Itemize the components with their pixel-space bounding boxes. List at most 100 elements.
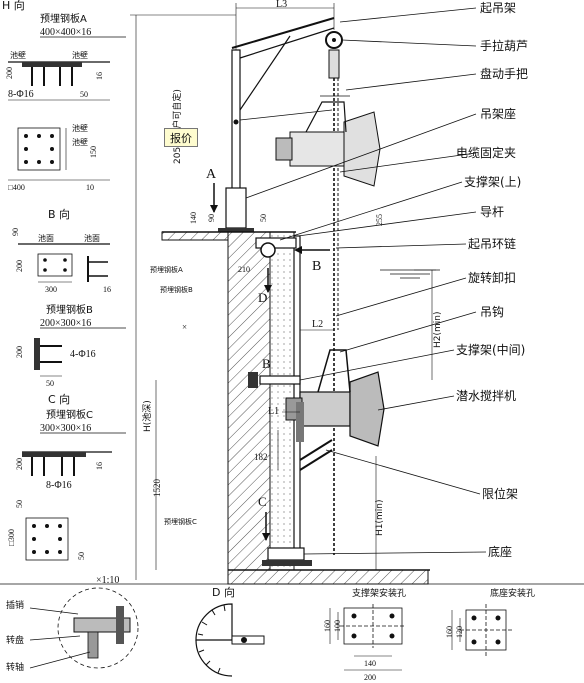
label-support-upper: 支撑架(上) (464, 174, 521, 189)
view-b-pool-surface: 池面 (38, 233, 54, 243)
dim-90: 90 (207, 214, 216, 222)
support-160: 160 (323, 620, 332, 632)
support-holes-title: 支撑架安装孔 (352, 587, 406, 599)
plate-c-50b: 50 (77, 552, 86, 560)
view-d-sector (195, 603, 233, 641)
guide-rod (293, 235, 301, 557)
plate-c-16: 16 (95, 462, 104, 470)
label-lifting-chain: 起吊环链 (468, 236, 516, 251)
dim-pool-depth: H(池深) (141, 400, 153, 432)
page-corner-label: H 向 (2, 0, 25, 12)
view-b-90: 90 (11, 228, 20, 236)
marker-b: B (312, 259, 321, 274)
label-turntable: 转盘 (6, 634, 24, 646)
view-b-200: 200 (15, 260, 24, 272)
plate-a-bolts: 8-Φ16 (8, 89, 34, 100)
view-b-300: 300 (45, 285, 57, 294)
dim-l1: L1 (268, 406, 279, 417)
plate-a-plan-400: □400 (8, 183, 25, 192)
dim-2050-user: 2050(用户可自定) (171, 89, 183, 164)
label-swivel-shackle: 旋转卸扣 (468, 270, 516, 285)
plate-a-dim-50: 50 (80, 90, 88, 99)
plate-a-tag: 预埋钢板A (150, 265, 183, 274)
view-b-detail: B 向 池面 池面 90 200 300 16 (11, 207, 111, 294)
component-callouts: 起吊架 手拉葫芦 盘动手把 吊架座 电缆固定夹 支撑架(上) 导杆 起吊环链 旋… (245, 1, 528, 559)
submersible-mixer-lower (285, 349, 385, 447)
pool-wall (227, 231, 271, 581)
label-cable-clamp: 电缆固定夹 (456, 145, 516, 160)
marker-d: D (258, 290, 267, 305)
dim-h2: H2(min) (433, 312, 443, 349)
dim-50: 50 (259, 214, 268, 222)
main-elevation: L3 2050(用户可自定) H(池深) 1520 (130, 0, 443, 585)
view-c-detail: C 向 预埋钢板C 300×300×16 200 16 8-Φ16 50 □30… (7, 392, 126, 561)
base-holes-title: 底座安装孔 (490, 587, 535, 599)
label-crane-frame: 起吊架 (480, 1, 516, 15)
marker-a: A (206, 167, 217, 182)
plate-b-bolts: 4-Φ16 (70, 349, 96, 360)
view-b-plate (37, 253, 73, 277)
label-hand-hoist: 手拉葫芦 (480, 38, 528, 53)
plate-b-size: 200×300×16 (40, 318, 91, 329)
base-160: 160 (445, 626, 454, 638)
plate-a-plan-150: 150 (89, 146, 98, 158)
x-mark: × (182, 322, 187, 332)
plate-b-title: 预埋钢板B (46, 303, 93, 316)
dim-l3: L3 (276, 0, 287, 10)
dim-1520: 1520 (152, 479, 162, 498)
plate-c-300: □300 (7, 529, 16, 546)
plate-a-plan-wall-2: 池壁 (72, 137, 88, 147)
plate-c-plan (25, 517, 69, 561)
pool-wall-label: 池壁 (10, 50, 26, 60)
label-support-middle: 支撑架(中间) (456, 342, 525, 357)
pool-wall-label-2: 池壁 (72, 50, 88, 60)
dim-182: 182 (254, 452, 268, 462)
bottom-details: ×1:10 插销 转盘 转轴 D 向 支撑架安装孔 (0, 575, 584, 682)
plate-a-dim-16: 16 (95, 72, 104, 80)
support-200: 200 (364, 673, 376, 682)
plate-a-section (22, 62, 82, 67)
plate-b-tag: 预埋钢板B (160, 285, 193, 294)
plate-a-plan-wall: 池壁 (72, 123, 88, 133)
label-submersible-mixer: 潜水搅拌机 (456, 388, 516, 403)
plate-a-plan-10: 10 (86, 183, 94, 192)
plate-a-size: 400×400×16 (40, 27, 91, 38)
label-guide-rod: 导杆 (480, 205, 504, 219)
label-limit-frame: 限位架 (482, 486, 518, 501)
marker-b2: B (262, 356, 271, 371)
label-shaft: 转轴 (6, 661, 24, 673)
view-b-pool-surface-2: 池面 (84, 233, 100, 243)
dim-h1: H1(min) (375, 500, 385, 537)
base-120: 120 (455, 626, 464, 638)
label-hand-wheel: 盘动手把 (480, 66, 528, 81)
plate-a-dim-200: 200 (5, 67, 14, 79)
plate-c-size: 300×300×16 (40, 423, 91, 434)
plate-b-detail: 预埋钢板B 200×300×16 200 4-Φ16 50 (15, 303, 126, 388)
plate-a-title: 预埋钢板A (40, 12, 87, 25)
view-b-title: B 向 (48, 207, 70, 221)
view-b-16: 16 (103, 285, 111, 294)
swivel-detail-circle (57, 587, 139, 669)
submersible-mixer-upper (275, 95, 381, 187)
label-hook: 吊钩 (480, 305, 504, 319)
plate-a-detail: 预埋钢板A 400×400×16 池壁 池壁 200 16 8-Φ16 50 池… (5, 12, 126, 192)
price-button[interactable]: 报价 (164, 128, 198, 147)
dim-255: 255 (375, 214, 384, 226)
plate-c-title: 预埋钢板C (46, 408, 93, 421)
plate-c-200: 200 (15, 458, 24, 470)
plate-b-200: 200 (15, 346, 24, 358)
label-pin: 插销 (6, 599, 24, 611)
label-base: 底座 (488, 544, 512, 559)
view-d-title: D 向 (212, 585, 235, 599)
dim-l2: L2 (312, 319, 323, 330)
view-c-title: C 向 (48, 392, 70, 406)
plate-b-50: 50 (46, 379, 54, 388)
label-crane-base: 吊架座 (480, 106, 516, 121)
plate-c-bolts: 8-Φ16 (46, 480, 72, 491)
plate-c-tag: 预埋钢板C (164, 517, 197, 526)
support-140: 140 (364, 659, 376, 668)
support-100: 100 (333, 620, 342, 632)
dim-210: 210 (238, 265, 250, 274)
plate-c-50: 50 (15, 500, 24, 508)
